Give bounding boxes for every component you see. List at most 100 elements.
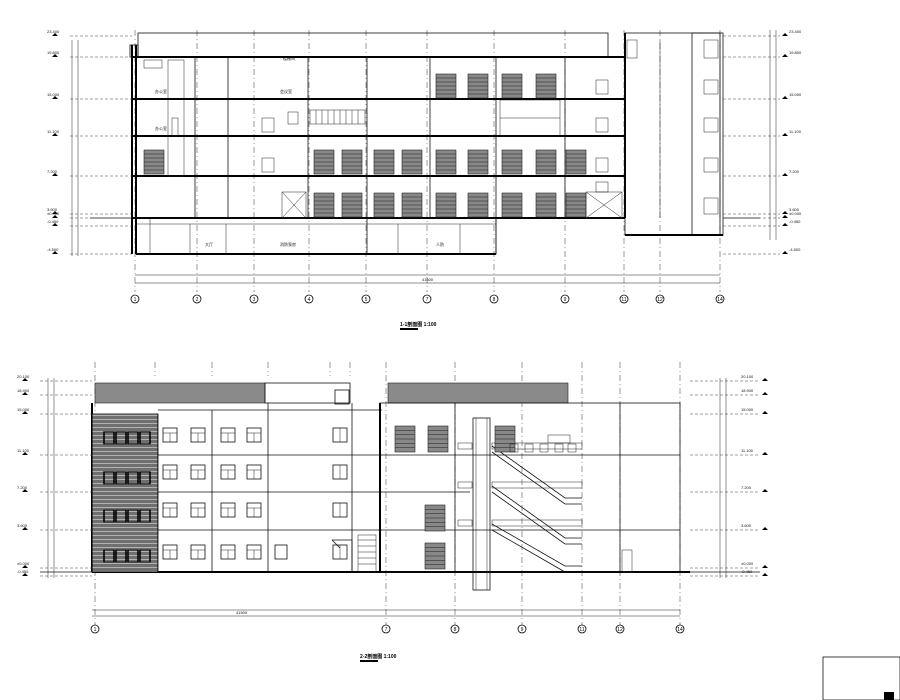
axis-label: 7 xyxy=(385,627,388,633)
window xyxy=(220,502,236,518)
shutter-panel xyxy=(341,192,363,218)
room-label: 会议室 xyxy=(280,88,292,94)
axis-label: 11 xyxy=(579,627,584,633)
shutter-panel xyxy=(535,192,557,218)
window xyxy=(246,464,262,480)
axis-label: 12 xyxy=(617,627,623,633)
shutter-panel xyxy=(494,425,516,453)
room-label: 办公室 xyxy=(155,88,167,94)
s1-room-labels: 办公室 办公室 会议室 楼梯间 大厅 消防泵房 人防 xyxy=(155,55,444,247)
room-label: 大厅 xyxy=(205,241,213,247)
window xyxy=(162,502,178,518)
axis-label: 2 xyxy=(196,297,199,303)
shutter-panel xyxy=(535,73,557,99)
axis-label: 14 xyxy=(717,297,723,303)
room-label: 人防 xyxy=(436,241,444,247)
level-mark: 15.000 xyxy=(789,92,802,97)
window xyxy=(246,427,262,443)
axis-bubble: 11 xyxy=(577,624,587,634)
level-mark: 7.200 xyxy=(17,485,28,490)
shutter-panel xyxy=(467,149,489,175)
window xyxy=(162,544,178,560)
s1-glazing xyxy=(261,79,623,219)
level-mark: 3.600 xyxy=(741,523,752,528)
axis-label: 7 xyxy=(426,297,429,303)
window xyxy=(220,464,236,480)
level-mark: 11.100 xyxy=(789,129,802,134)
shutter-panel xyxy=(565,149,587,175)
s2-dimension-line: 41500 xyxy=(92,609,680,617)
s1-grid-lines xyxy=(134,30,721,292)
level-mark: ±0.000 xyxy=(47,211,60,216)
window xyxy=(332,464,348,480)
axis-bubble: 9 xyxy=(517,624,527,634)
level-mark: 19.800 xyxy=(789,50,802,55)
axis-bubble: 5 xyxy=(361,294,371,304)
axis-label: 4 xyxy=(308,297,311,303)
level-mark: 11.100 xyxy=(17,448,30,453)
window xyxy=(190,502,206,518)
level-mark: 15.000 xyxy=(17,407,30,412)
axis-label: 8 xyxy=(454,627,457,633)
shutter-panel xyxy=(467,73,489,99)
window xyxy=(332,544,348,560)
level-mark: 15.000 xyxy=(741,407,754,412)
window xyxy=(332,502,348,518)
shutter-panel xyxy=(565,192,587,218)
axis-label: 5 xyxy=(365,297,368,303)
shutter-panel xyxy=(435,73,457,99)
shutter-panel xyxy=(424,504,446,532)
shutter-panel xyxy=(467,192,489,218)
s1-shutter-panels xyxy=(143,73,587,218)
level-mark: 20.100 xyxy=(17,374,30,379)
axis-bubble: 12 xyxy=(615,624,625,634)
level-mark: 11.100 xyxy=(741,448,754,453)
shutter-panel xyxy=(394,425,416,453)
level-mark: 3.600 xyxy=(47,207,58,212)
s2-building-outline xyxy=(40,382,760,591)
shutter-panel xyxy=(143,149,165,175)
axis-bubble: 8 xyxy=(489,294,499,304)
axis-bubble: 9 xyxy=(560,294,570,304)
room-label: 消防泵房 xyxy=(280,241,296,247)
level-mark: ±0.000 xyxy=(789,211,802,216)
shutter-panel xyxy=(501,192,523,218)
shutter-panel xyxy=(424,542,446,570)
s1-dimension-line: 41500 xyxy=(135,274,720,284)
axis-label: 1 xyxy=(94,627,97,633)
window xyxy=(190,544,206,560)
level-mark: 3.600 xyxy=(789,207,800,212)
s2-shutter-panels xyxy=(394,425,577,570)
axis-label: 9 xyxy=(564,297,567,303)
window xyxy=(246,502,262,518)
level-mark: ±0.000 xyxy=(17,561,30,566)
total-dimension: 41500 xyxy=(422,277,434,282)
axis-bubble: 12 xyxy=(655,294,665,304)
axis-bubble: 1 xyxy=(90,624,100,634)
window xyxy=(190,464,206,480)
level-mark: 23.400 xyxy=(47,29,60,34)
axis-label: 11 xyxy=(621,297,626,303)
level-mark: ±0.000 xyxy=(741,561,754,566)
window xyxy=(220,544,236,560)
section-2-title: 2-2剖面图 1:100 xyxy=(360,653,397,660)
axis-bubble: 4 xyxy=(304,294,314,304)
level-mark: -0.450 xyxy=(741,569,753,574)
level-mark: 3.600 xyxy=(17,523,28,528)
level-mark: 7.200 xyxy=(741,485,752,490)
window xyxy=(332,427,348,443)
section-1-title: 1-1剖面图 1:100 xyxy=(400,321,437,328)
window xyxy=(162,427,178,443)
axis-bubble: 8 xyxy=(450,624,460,634)
level-mark: -0.450 xyxy=(789,219,801,224)
level-mark: 15.000 xyxy=(47,92,60,97)
shutter-panel xyxy=(401,149,423,175)
window xyxy=(246,544,262,560)
shutter-panel xyxy=(341,149,363,175)
s2-window-panels xyxy=(103,427,348,563)
window xyxy=(162,464,178,480)
